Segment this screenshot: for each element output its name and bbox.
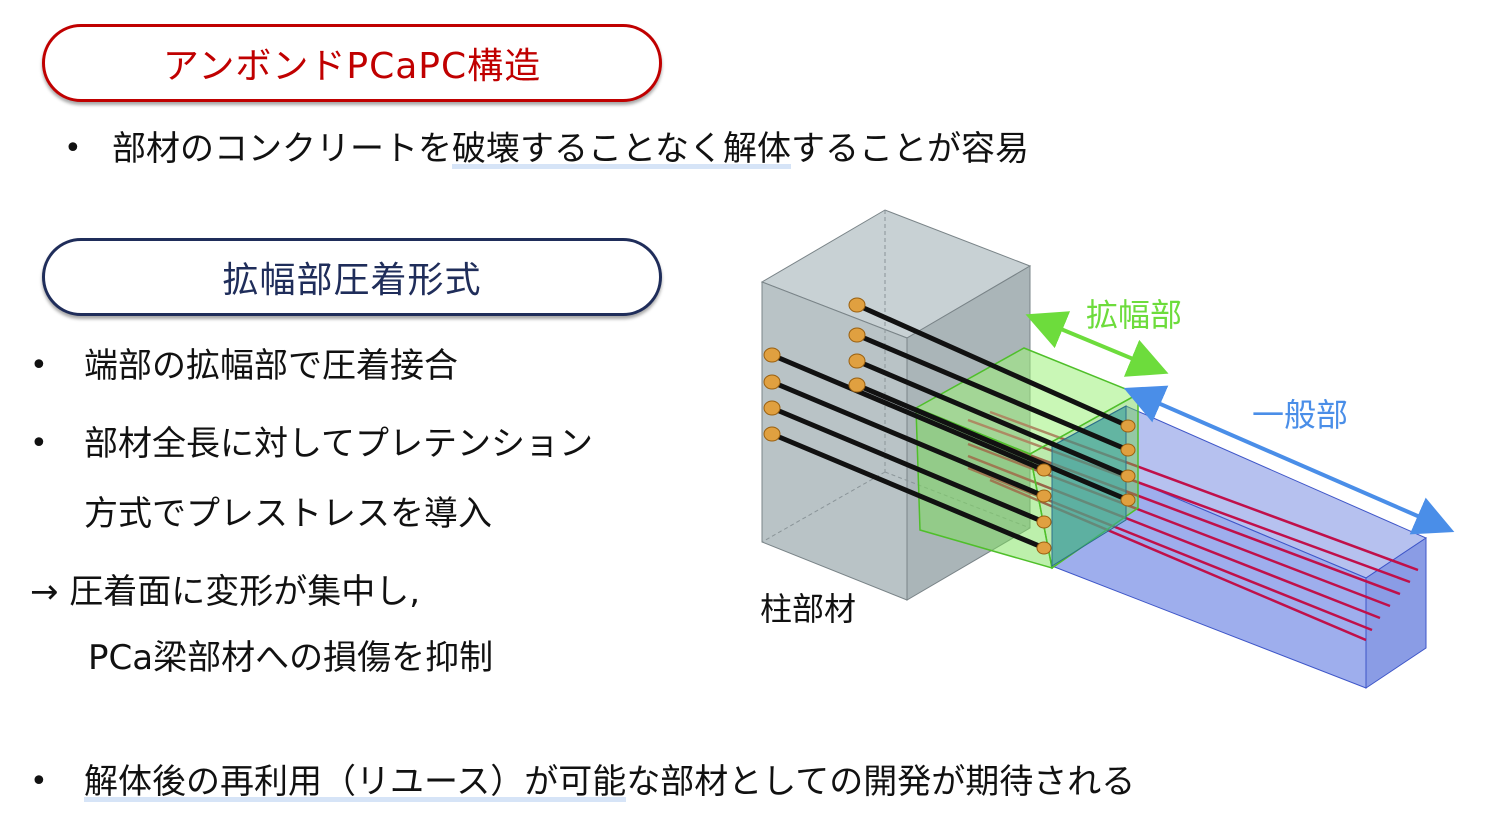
bullet-text-suffix: な部材としての開発が期待される (626, 762, 1136, 802)
bullet-reuse: 解体後の再利用（リユース）が可能な部材としての開発が期待される (84, 760, 1135, 804)
bullet-pretension-line1: 部材全長に対してプレテンション (84, 424, 593, 464)
bullet-text-prefix: 部材のコンクリートを (112, 129, 452, 169)
bullet-end-crimp: 端部の拡幅部で圧着接合 (84, 346, 458, 386)
label-column: 柱部材 (760, 590, 856, 628)
bullet-pretension-line2: 方式でプレストレスを導入 (84, 494, 492, 534)
section-title-text: アンボンドPCaPC構造 (162, 46, 542, 87)
bullet-marker: • (30, 764, 48, 799)
bullet-marker: • (30, 348, 48, 383)
label-widened: 拡幅部 (1086, 296, 1182, 334)
section-title-text: 拡幅部圧着形式 (222, 260, 482, 301)
bullet-text-highlight: 破壊することなく解体 (452, 129, 791, 169)
widened-dimension-arrow (1025, 311, 1169, 377)
section-title-unbonded: アンボンドPCaPC構造 (42, 24, 662, 102)
label-general: 一般部 (1252, 396, 1348, 434)
section-title-widened-crimp: 拡幅部圧着形式 (42, 238, 662, 316)
bullet-text-highlight: 解体後の再利用（リユース）が可能 (84, 762, 627, 802)
arrow-note-line2: PCa梁部材への損傷を抑制 (88, 638, 494, 678)
general-dimension-arrow (1123, 385, 1455, 535)
bullet-marker: • (64, 131, 82, 166)
arrow-note-line1: → 圧着面に変形が集中し, (30, 572, 421, 612)
bullet-text-suffix: することが容易 (790, 129, 1029, 169)
bullet-marker: • (30, 426, 48, 461)
pc-bars (769, 302, 1131, 551)
bullet-demolition: 部材のコンクリートを破壊することなく解体することが容易 (112, 127, 1029, 171)
